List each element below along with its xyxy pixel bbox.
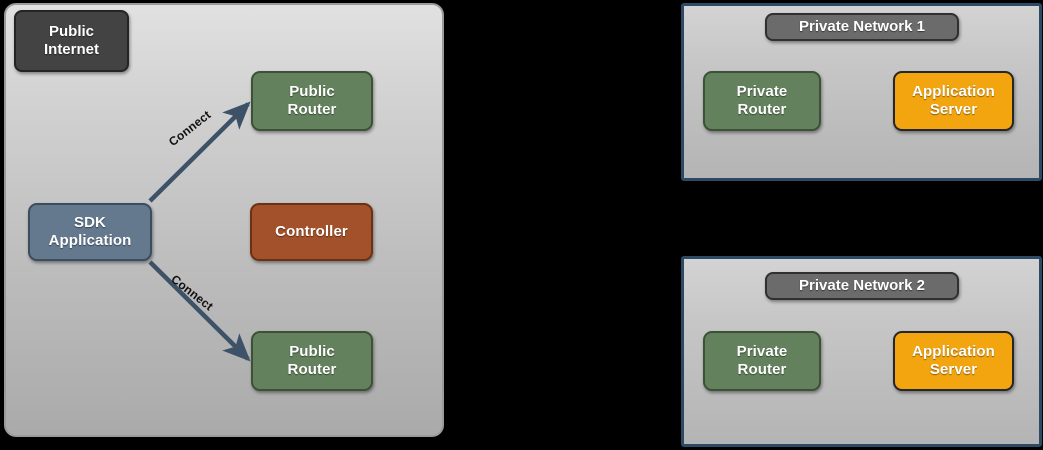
zone-title-public-internet: Public Internet (14, 10, 129, 72)
node-controller[interactable]: Controller (250, 203, 373, 261)
node-private-router-1[interactable]: Private Router (703, 71, 821, 131)
node-application-server-1[interactable]: Application Server (893, 71, 1014, 131)
node-application-server-2[interactable]: Application Server (893, 331, 1014, 391)
node-sdk-application[interactable]: SDK Application (28, 203, 152, 261)
node-private-router-2[interactable]: Private Router (703, 331, 821, 391)
zone-title-private-network-1: Private Network 1 (765, 13, 959, 41)
zone-title-private-network-2: Private Network 2 (765, 272, 959, 300)
node-public-router-1[interactable]: Public Router (251, 71, 373, 131)
node-public-router-2[interactable]: Public Router (251, 331, 373, 391)
